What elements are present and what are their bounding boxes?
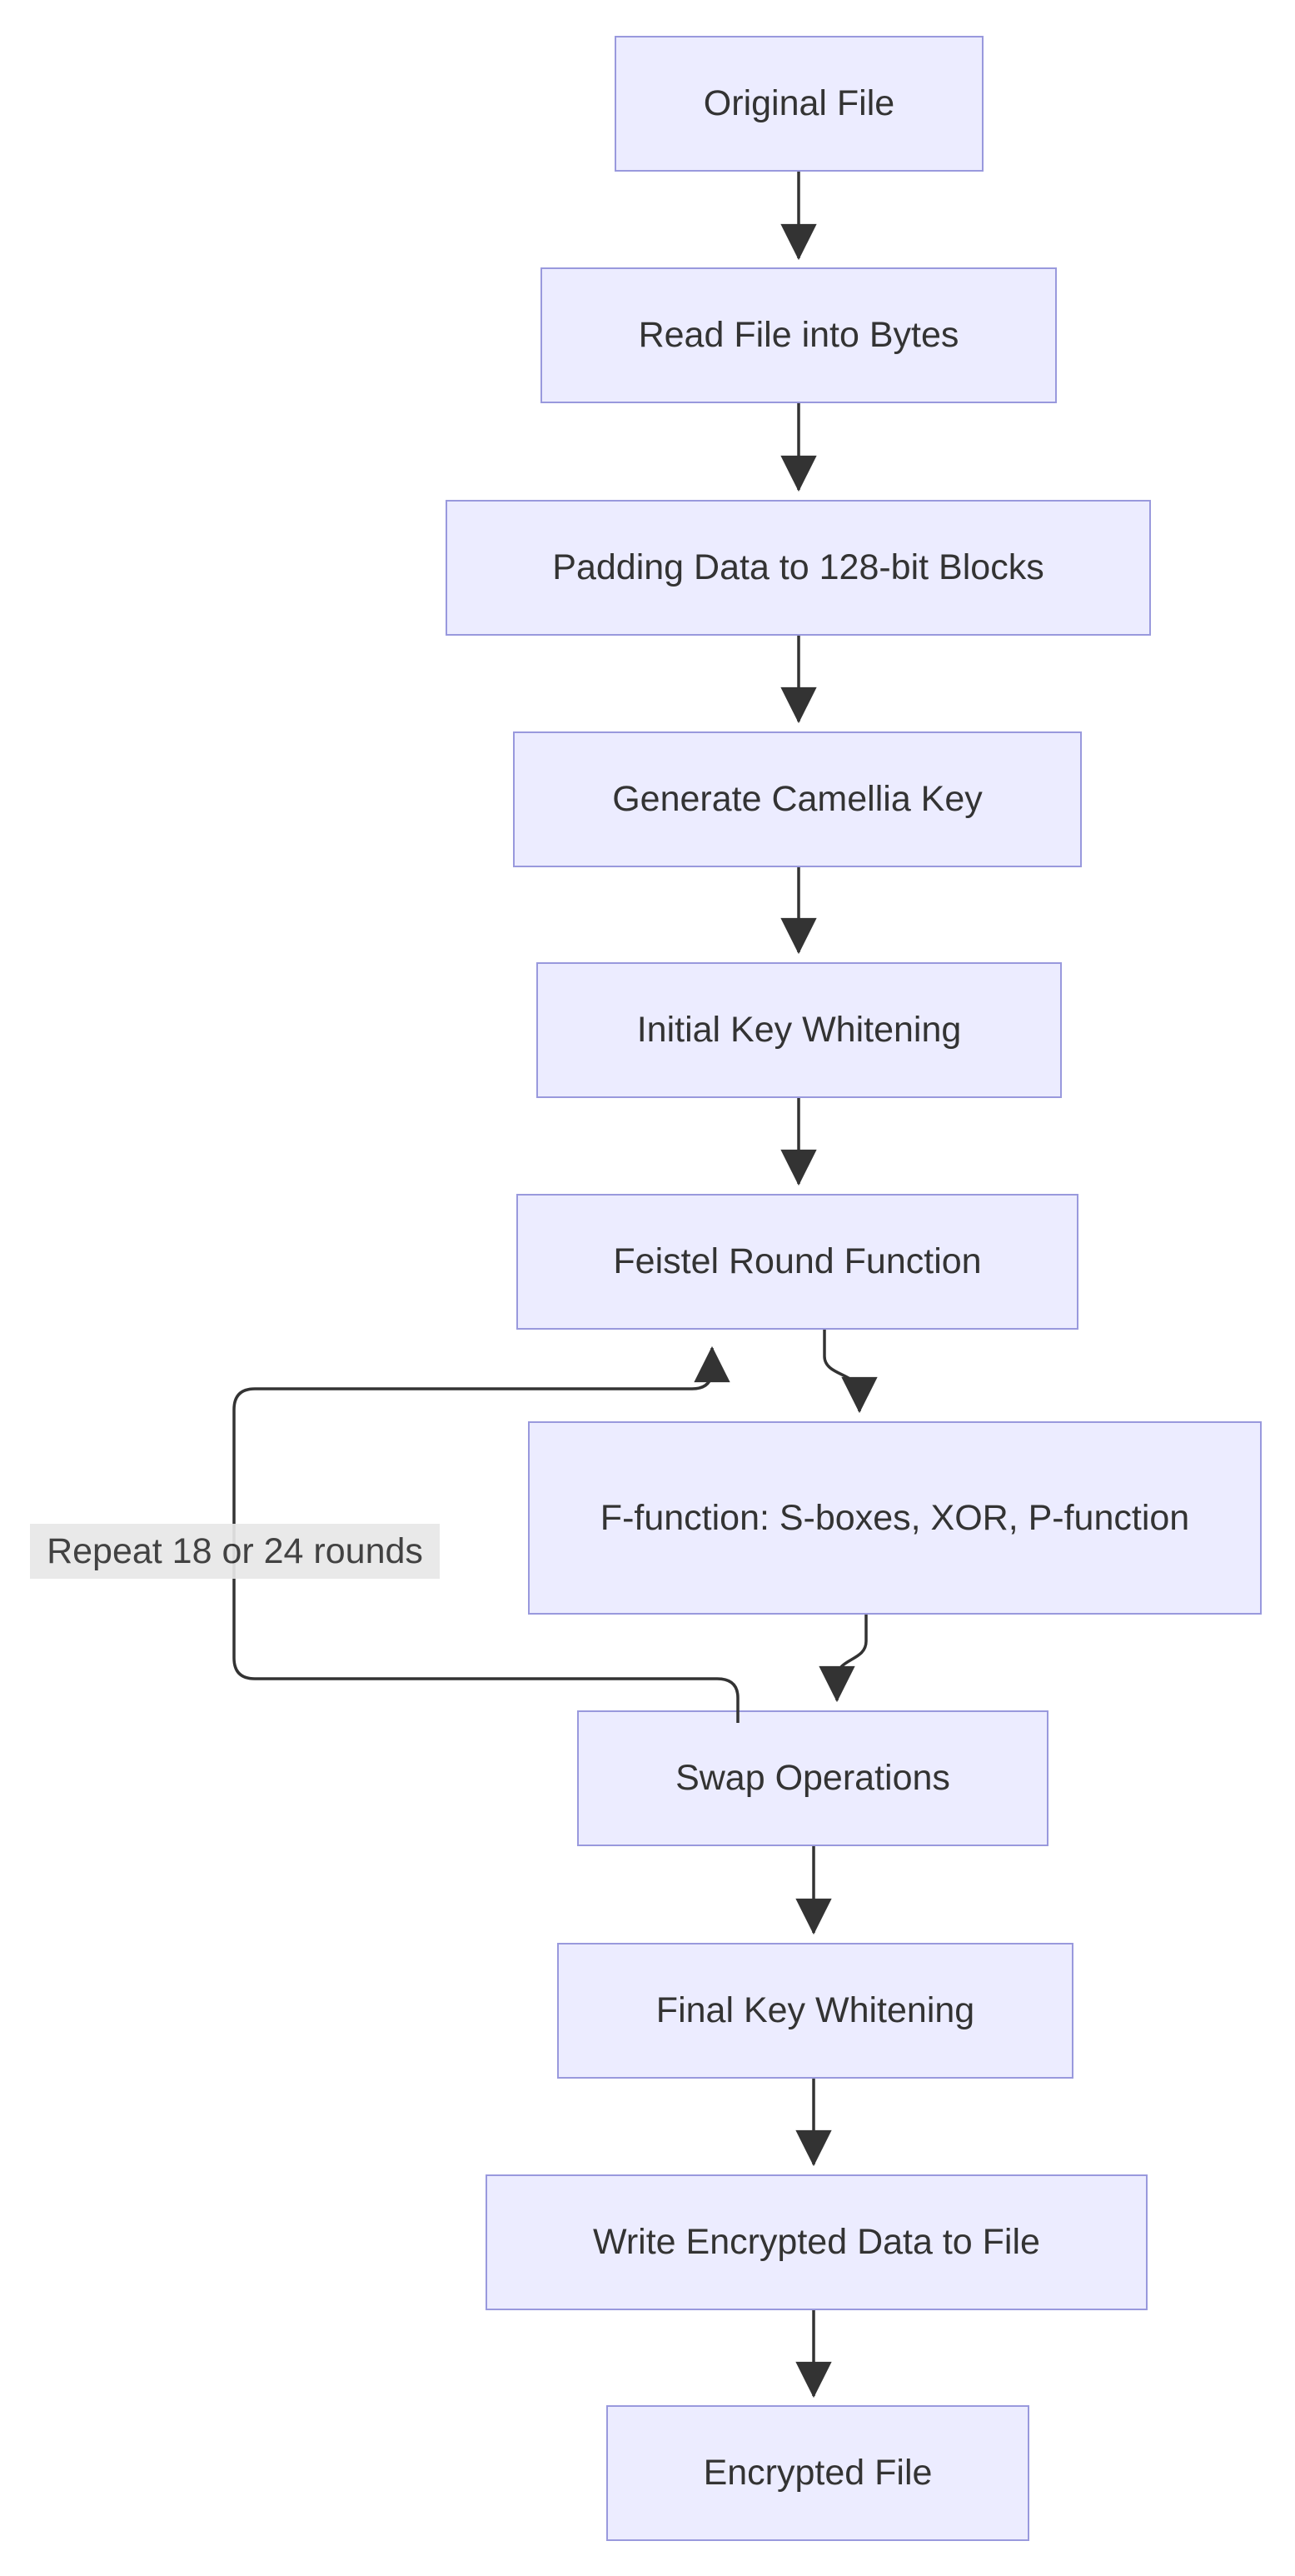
node-label-generate-key: Generate Camellia Key bbox=[612, 779, 983, 820]
node-label-read-file: Read File into Bytes bbox=[638, 315, 959, 356]
edge-ffunction-to-swap bbox=[819, 1615, 868, 1703]
node-feistel-round: Feistel Round Function bbox=[516, 1194, 1078, 1330]
node-label-swap-operations: Swap Operations bbox=[675, 1758, 950, 1799]
node-encrypted-file: Encrypted File bbox=[606, 2405, 1029, 2541]
node-label-final-whitening: Final Key Whitening bbox=[655, 1990, 975, 2031]
node-padding: Padding Data to 128-bit Blocks bbox=[446, 500, 1151, 636]
node-label-f-function: F-function: S-boxes, XOR, P-function bbox=[600, 1497, 1190, 1538]
node-initial-whitening: Initial Key Whitening bbox=[536, 962, 1062, 1098]
node-generate-key: Generate Camellia Key bbox=[513, 731, 1082, 867]
node-label-original-file: Original File bbox=[703, 83, 895, 124]
node-original-file: Original File bbox=[615, 36, 984, 172]
node-label-initial-whitening: Initial Key Whitening bbox=[636, 1010, 962, 1051]
node-f-function: F-function: S-boxes, XOR, P-function bbox=[528, 1421, 1262, 1615]
node-label-encrypted-file: Encrypted File bbox=[703, 2453, 933, 2494]
node-read-file: Read File into Bytes bbox=[540, 267, 1057, 403]
node-swap-operations: Swap Operations bbox=[577, 1710, 1048, 1846]
node-final-whitening: Final Key Whitening bbox=[557, 1943, 1073, 2079]
edge-feistel-to-ffunction bbox=[823, 1330, 878, 1414]
node-label-write-file: Write Encrypted Data to File bbox=[593, 2222, 1040, 2263]
loop-edge-label: Repeat 18 or 24 rounds bbox=[30, 1524, 440, 1579]
node-label-feistel-round: Feistel Round Function bbox=[613, 1241, 982, 1282]
node-label-padding: Padding Data to 128-bit Blocks bbox=[552, 547, 1044, 588]
node-write-file: Write Encrypted Data to File bbox=[486, 2174, 1148, 2310]
